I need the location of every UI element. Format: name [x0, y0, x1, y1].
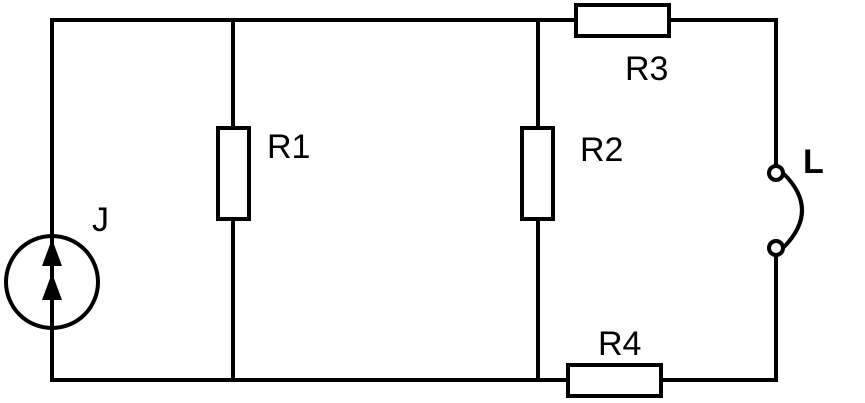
label-r2: R2: [580, 131, 623, 169]
label-l: L: [803, 143, 824, 181]
resistor-r1: [216, 126, 251, 221]
resistor-r4: [566, 363, 663, 398]
current-source-icon: [4, 234, 100, 330]
resistor-r2: [520, 126, 555, 221]
label-j: J: [92, 201, 109, 239]
resistor-r3: [574, 3, 671, 38]
label-r3: R3: [625, 50, 668, 88]
label-r1: R1: [267, 128, 310, 166]
inductor-icon: [767, 164, 804, 257]
label-r4: R4: [598, 325, 641, 363]
circuit-wires: [50, 18, 778, 382]
